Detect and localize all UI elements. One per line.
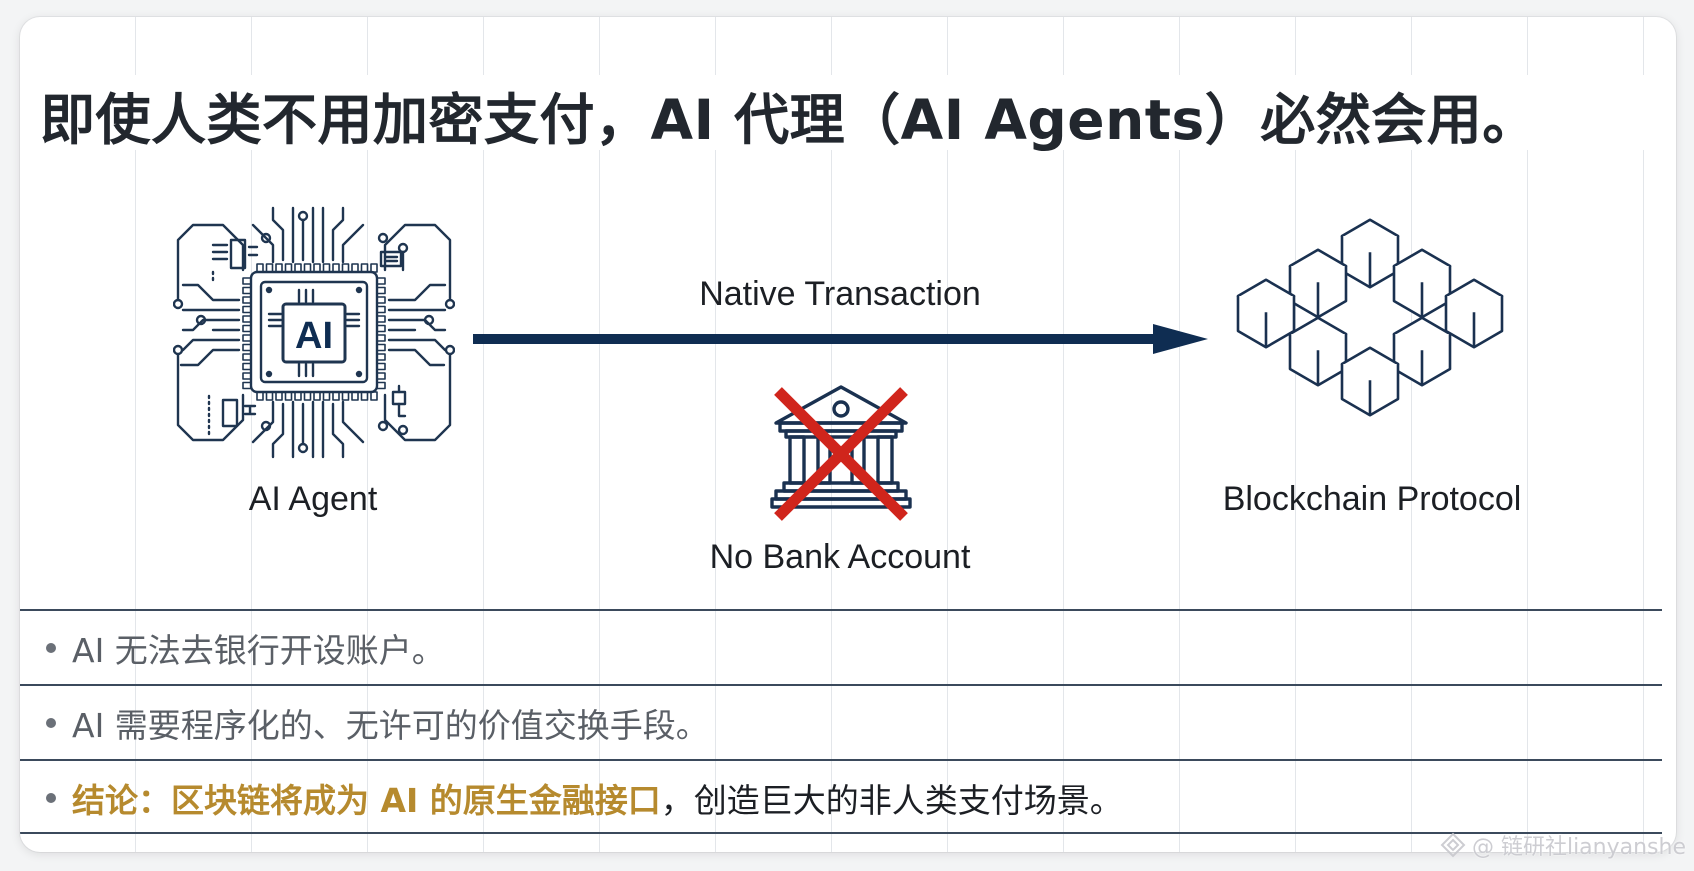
grid-line (1527, 17, 1528, 852)
block-cube (1392, 248, 1452, 319)
grid-line (1295, 17, 1296, 852)
grid-line (1411, 17, 1412, 852)
bullet-item: AI 需要程序化的、无许可的价值交换手段。 (20, 686, 1662, 759)
grid-line (715, 17, 716, 852)
grid-line (1643, 17, 1644, 852)
chip-ai-text: AI (295, 315, 333, 357)
ai-agent-label: AI Agent (248, 480, 378, 518)
block-cube (1288, 316, 1348, 387)
divider-line (20, 832, 1662, 834)
grid-line (135, 17, 136, 852)
grid-line (1063, 17, 1064, 852)
bullet-item-conclusion: 结论：区块链将成为 AI 的原生金融接口，创造巨大的非人类支付场景。 (20, 761, 1662, 834)
grid-line (1179, 17, 1180, 852)
conclusion-rest: ，创造巨大的非人类支付场景。 (660, 780, 1123, 820)
slide-card: 即使人类不用加密支付，AI 代理（AI Agents）必然会用。 (20, 17, 1676, 852)
blockchain-cubes-icon (1236, 218, 1504, 417)
block-cube (1340, 218, 1400, 289)
block-cube (1288, 248, 1348, 319)
divider-line (20, 609, 1662, 611)
title-background (20, 75, 1676, 150)
grid-line (599, 17, 600, 852)
blockchain-protocol-label: Blockchain Protocol (1222, 480, 1522, 518)
chip-pins (242, 263, 386, 401)
divider-line (20, 684, 1662, 686)
slide-title: 即使人类不用加密支付，AI 代理（AI Agents）必然会用。 (40, 88, 1538, 152)
bullet-dot-icon (46, 642, 56, 653)
bullet-dot-icon (46, 717, 56, 728)
native-transaction-label: Native Transaction (699, 275, 981, 313)
watermark-logo-icon (1440, 832, 1466, 858)
block-cube (1340, 346, 1400, 417)
bank-building-icon (770, 385, 912, 509)
bank-crossed-icon (770, 385, 912, 521)
conclusion-highlight: 结论：区块链将成为 AI 的原生金融接口 (72, 780, 661, 820)
block-cube (1392, 316, 1452, 387)
no-bank-account-label: No Bank Account (709, 538, 971, 576)
grid-line (483, 17, 484, 852)
bullet-dot-icon (46, 792, 56, 803)
block-cube (1236, 278, 1296, 349)
circuit-traces (173, 206, 455, 459)
watermark: @ 链研社lianyanshe (1440, 829, 1686, 861)
red-cross-icon (774, 387, 908, 521)
arrow-right-icon (473, 324, 1208, 354)
grid-line (251, 17, 252, 852)
grid-line (831, 17, 832, 852)
grid-line (367, 17, 368, 852)
ai-chip-icon: AI (173, 206, 455, 459)
bullet-item: AI 无法去银行开设账户。 (20, 611, 1662, 684)
bullet-text: AI 需要程序化的、无许可的价值交换手段。 (72, 705, 709, 745)
bullet-text: AI 无法去银行开设账户。 (72, 630, 445, 670)
bullet-text: 结论：区块链将成为 AI 的原生金融接口，创造巨大的非人类支付场景。 (72, 774, 1123, 822)
block-cube (1444, 278, 1504, 349)
watermark-text: @ 链研社lianyanshe (1471, 835, 1686, 860)
grid-line (947, 17, 948, 852)
divider-line (20, 759, 1662, 761)
